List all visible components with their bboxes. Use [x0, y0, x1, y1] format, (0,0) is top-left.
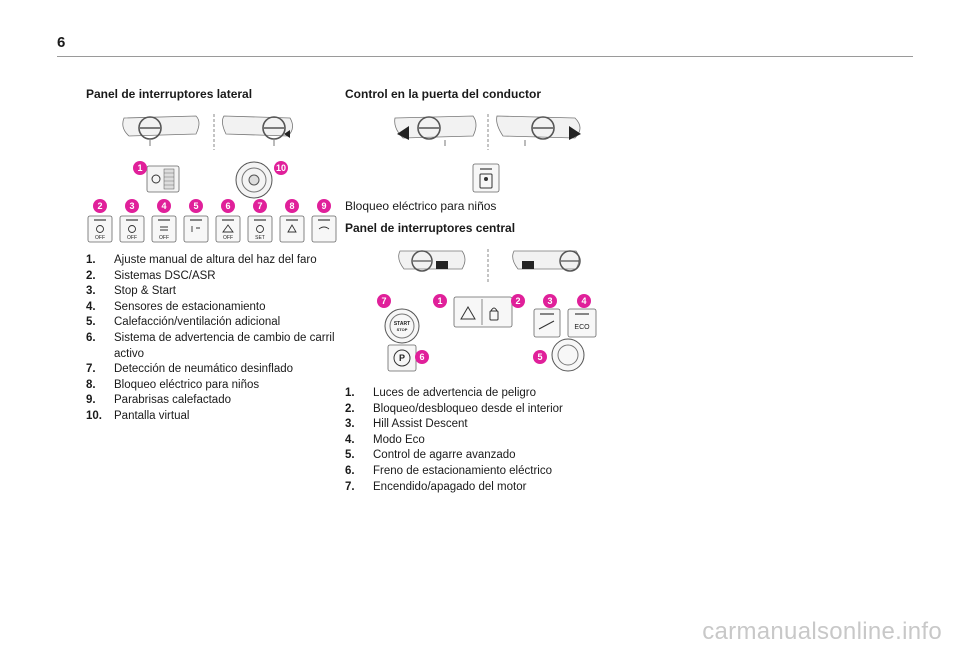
- svg-text:8: 8: [289, 201, 294, 211]
- svg-text:6: 6: [419, 352, 424, 362]
- right-legend-list: 1.Luces de advertencia de peligro 2.Bloq…: [345, 386, 605, 495]
- svg-text:2: 2: [97, 201, 102, 211]
- center-panel-heading: Panel de interruptores central: [345, 221, 516, 235]
- callout-1: [133, 161, 147, 175]
- hazard-lock-buttons: [453, 296, 513, 328]
- svg-text:9: 9: [321, 201, 326, 211]
- dashboard-left-hand-drive: [122, 115, 200, 146]
- top-rule: [57, 56, 913, 57]
- svg-text:10: 10: [276, 163, 286, 173]
- list-item: 9.Parabrisas calefactado: [86, 394, 231, 407]
- svg-text:1: 1: [137, 163, 142, 173]
- list-item: 3.Hill Assist Descent: [345, 418, 468, 431]
- svg-text:7: 7: [257, 201, 262, 211]
- button-symbols: [96, 224, 330, 233]
- center-dashboard-left: [398, 250, 466, 272]
- door-dashboard-right: [496, 115, 581, 146]
- grip-control-dial: [551, 338, 585, 372]
- list-item: 2.Sistemas DSC/ASR: [86, 269, 216, 282]
- stop-label: STOP: [397, 327, 408, 332]
- center-callout-markers: [377, 294, 591, 364]
- list-item: 3.Stop & Start: [86, 285, 177, 298]
- door-control-illustration: [394, 114, 581, 193]
- park-label: P: [399, 353, 405, 363]
- callout-5: [189, 199, 203, 213]
- callout-2: [511, 294, 525, 308]
- list-item: 5.Calefacción/ventilación adicional: [86, 316, 281, 329]
- svg-text:3: 3: [129, 201, 134, 211]
- callout-3: [125, 199, 139, 213]
- headlamp-leveling-module: [146, 165, 180, 193]
- callout-1: [433, 294, 447, 308]
- callout-6: [221, 199, 235, 213]
- svg-text:5: 5: [537, 352, 542, 362]
- eco-label: ECO: [574, 324, 590, 331]
- list-item: 2.Bloqueo/desbloqueo desde el interior: [345, 402, 563, 415]
- callout-7: [377, 294, 391, 308]
- center-callout-numbers: 7 1 2 3 4 6 5: [381, 296, 586, 362]
- left-heading: Panel de interruptores lateral: [86, 87, 253, 101]
- list-item: 6.Sistema de advertencia de cambio de ca…: [86, 331, 335, 360]
- button-off-labels: OFF OFF OFF OFF SET: [95, 235, 265, 241]
- list-item: 4.Sensores de estacionamiento: [86, 300, 266, 313]
- list-item: 6.Freno de estacionamiento eléctrico: [345, 464, 552, 477]
- dsc-off-label: OFF: [95, 235, 105, 241]
- callout-4: [577, 294, 591, 308]
- list-item: 4.Modo Eco: [345, 433, 425, 446]
- tyre-detection-set-label: SET: [255, 235, 265, 241]
- callout-markers: [93, 161, 331, 213]
- svg-text:7: 7: [381, 296, 386, 306]
- center-switch-panel-figure: START STOP P ECO: [372, 243, 612, 375]
- door-dashboard-left: [394, 115, 477, 146]
- parking-sensor-off-label: OFF: [159, 235, 169, 241]
- callout-10: [274, 161, 288, 175]
- start-label: START: [394, 321, 410, 327]
- svg-text:3: 3: [547, 296, 552, 306]
- side-switch-panel-illustration: OFF OFF OFF OFF SET 1 10 2 3 4 5 6: [87, 114, 337, 243]
- callout-8: [285, 199, 299, 213]
- callout-9: [317, 199, 331, 213]
- start-stop-button: [384, 308, 420, 344]
- stop-start-off-label: OFF: [127, 235, 137, 241]
- lane-warning-off-label: OFF: [223, 235, 233, 241]
- page-number: 6: [57, 34, 66, 51]
- svg-text:5: 5: [193, 201, 198, 211]
- callout-7: [253, 199, 267, 213]
- hill-eco-buttons: [533, 308, 597, 338]
- list-item: 5.Control de agarre avanzado: [345, 449, 516, 462]
- callout-6: [415, 350, 429, 364]
- list-item: 8.Bloqueo eléctrico para niños: [86, 378, 260, 391]
- callout-numbers: 1 10 2 3 4 5 6 7 8 9: [97, 163, 326, 211]
- dashboard-right-hand-drive: [222, 115, 293, 146]
- svg-text:2: 2: [515, 296, 520, 306]
- center-dashboard-right: [512, 250, 581, 272]
- list-item: 10.Pantalla virtual: [86, 409, 190, 422]
- callout-2: [93, 199, 107, 213]
- callout-4: [157, 199, 171, 213]
- center-switch-panel-illustration: START STOP P ECO: [377, 249, 597, 372]
- list-item: 7.Detección de neumático desinflado: [86, 363, 294, 376]
- side-switch-panel-figure: OFF OFF OFF OFF SET 1 10 2 3 4 5 6: [84, 110, 344, 250]
- door-control-heading: Control en la puerta del conductor: [345, 87, 542, 101]
- child-lock-button: [472, 163, 500, 193]
- callout-3: [543, 294, 557, 308]
- svg-text:6: 6: [225, 201, 230, 211]
- list-item: 1.Luces de advertencia de peligro: [345, 387, 537, 399]
- door-control-figure: [385, 108, 595, 196]
- button-row: [87, 215, 337, 243]
- list-item: 7.Encendido/apagado del motor: [345, 480, 527, 493]
- parking-brake-button: [387, 344, 417, 372]
- list-item: 1.Ajuste manual de altura del haz del fa…: [86, 254, 317, 266]
- door-control-caption: Bloqueo eléctrico para niños: [345, 199, 497, 213]
- callout-5: [533, 350, 547, 364]
- virtual-display-control: [235, 161, 273, 199]
- left-legend-list: 1.Ajuste manual de altura del haz del fa…: [86, 253, 336, 425]
- svg-text:1: 1: [437, 296, 442, 306]
- watermark: carmanualsonline.info: [702, 618, 942, 645]
- svg-text:4: 4: [581, 296, 586, 306]
- svg-text:4: 4: [161, 201, 166, 211]
